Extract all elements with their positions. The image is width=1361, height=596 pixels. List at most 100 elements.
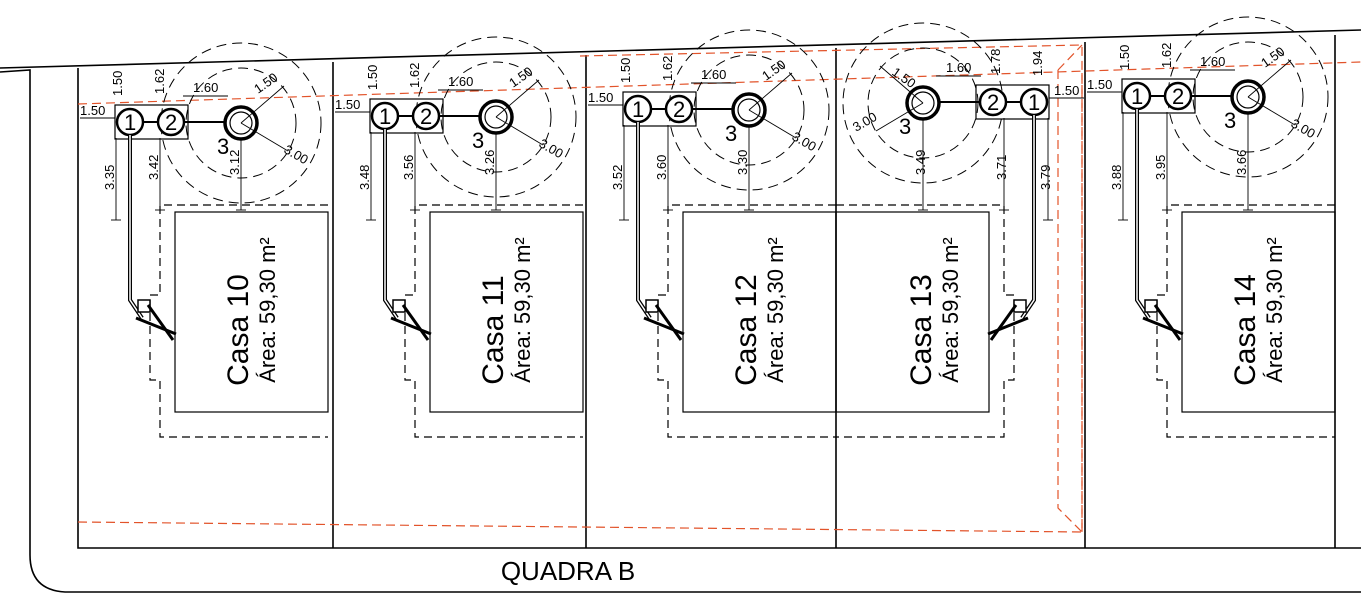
house-name: Casa 11: [477, 275, 510, 385]
dim-label: 3.66: [1234, 150, 1249, 175]
tank-3-label: 3: [472, 128, 484, 153]
block-label: QUADRA B: [501, 556, 635, 586]
tank-2-label: 2: [1172, 84, 1184, 109]
tank-2-label: 2: [165, 110, 177, 135]
tank-3-label: 3: [725, 121, 737, 146]
dim-label: 1.78: [988, 49, 1003, 74]
tank-3-inner: [911, 91, 935, 115]
dim-label: 3.71: [994, 155, 1009, 180]
clearance-circle-outer: [415, 36, 577, 198]
dim-label: 1.62: [407, 63, 422, 88]
dim-label: 3.79: [1038, 165, 1053, 190]
dim-label: 1.50: [1117, 45, 1132, 70]
dim-label: 3.49: [913, 150, 928, 175]
clearance-circle-outer: [1167, 16, 1329, 178]
outlet-pipe: [390, 316, 432, 336]
radius-line: [748, 109, 797, 139]
tank-3-label: 3: [899, 114, 911, 139]
tank-3-label: 3: [1224, 108, 1236, 133]
roof-projection: [1156, 204, 1335, 438]
outlet-pipe-2: [989, 304, 1018, 341]
tank-3-inner: [1236, 85, 1260, 109]
dim-label: 3.26: [482, 150, 497, 175]
tank-1-label: 1: [379, 104, 391, 129]
dim-label: 3.00: [1289, 116, 1318, 142]
drain-pipe: [128, 135, 144, 320]
dim-label: 1.60: [1200, 54, 1225, 69]
dim-label: 1.60: [946, 60, 971, 75]
roof-projection: [836, 204, 1015, 438]
outlet-pipe: [987, 316, 1029, 336]
dim-label: 3.35: [102, 165, 117, 190]
tank-3-label: 3: [217, 134, 229, 159]
radius-line: [495, 116, 544, 146]
roof-projection: [657, 204, 836, 438]
tank-2-label: 2: [420, 104, 432, 129]
tank-2-label: 2: [673, 97, 685, 122]
dim-label: 3.52: [610, 165, 625, 190]
dim-label: 1.60: [193, 80, 218, 95]
dim-label: 3.00: [282, 142, 311, 168]
dim-label: 1.50: [110, 71, 125, 96]
house-13: 1231.501.941.781.601.503.003.793.713.49C…: [835, 22, 1084, 438]
tank-1-label: 1: [124, 110, 136, 135]
dim-label: 1.62: [660, 56, 675, 81]
block-outline: [0, 29, 1361, 593]
dim-label: 1.50: [335, 97, 360, 112]
outlet-pipe: [135, 316, 177, 336]
dim-label: 1.50: [618, 58, 633, 83]
dim-label: 1.60: [701, 67, 726, 82]
outlet-pipe-2: [146, 304, 175, 341]
dim-label: 1.50: [588, 90, 613, 105]
outlet-pipe-2: [654, 304, 683, 341]
roof-projection: [404, 204, 583, 438]
house-name: Casa 10: [222, 274, 255, 386]
tank-3-inner: [737, 98, 761, 122]
dim-label: 1.62: [152, 69, 167, 94]
outlet-pipe: [643, 316, 685, 336]
dim-label: 3.42: [146, 155, 161, 180]
dim-label: 3.00: [790, 129, 819, 155]
setback-line: [77, 44, 1361, 533]
radius-line: [1247, 59, 1292, 98]
house-footprint: [835, 211, 990, 413]
clearance-circle-outer: [160, 42, 322, 204]
house-footprint: [1181, 211, 1336, 413]
dim-label: 3.95: [1153, 155, 1168, 180]
house-area: Área: 59,30 m²: [938, 237, 963, 383]
outlet-pipe: [1142, 316, 1184, 336]
house-footprint: [429, 211, 584, 413]
radius-line: [748, 72, 793, 111]
drain-pipe: [636, 122, 652, 320]
dim-label: 1.50: [365, 65, 380, 90]
dim-label: 3.12: [227, 150, 242, 175]
dim-label: 3.88: [1109, 165, 1124, 190]
radius-line: [495, 79, 540, 118]
dim-label: 3.00: [537, 136, 566, 162]
house-area: Área: 59,30 m²: [510, 237, 535, 383]
dim-label: 1.62: [1159, 43, 1174, 68]
house-area: Área: 59,30 m²: [1262, 237, 1287, 383]
dim-label: 1.50: [1087, 77, 1112, 92]
tank-2-label: 2: [987, 90, 999, 115]
house-area: Área: 59,30 m²: [255, 237, 280, 383]
house-area: Área: 59,30 m²: [763, 237, 788, 383]
tank-1-label: 1: [632, 97, 644, 122]
dim-label: 3.60: [654, 155, 669, 180]
drain-pipe: [1020, 115, 1036, 320]
drain-pipe: [1135, 109, 1151, 320]
houses-layer: 1 2 3 1.50 1.50 1.62 1.60 1.50 3.00 3.35 3.42 3.12C…: [80, 16, 1336, 438]
radius-line: [240, 85, 285, 124]
tank-3-inner: [484, 105, 508, 129]
roof-projection: [149, 204, 328, 438]
dim-label: 3.56: [401, 155, 416, 180]
radius-line: [875, 102, 924, 132]
clearance-circle-outer: [668, 29, 830, 191]
house-footprint: [174, 211, 329, 413]
dim-label: 3.48: [357, 165, 372, 190]
tank-3-inner: [229, 111, 253, 135]
